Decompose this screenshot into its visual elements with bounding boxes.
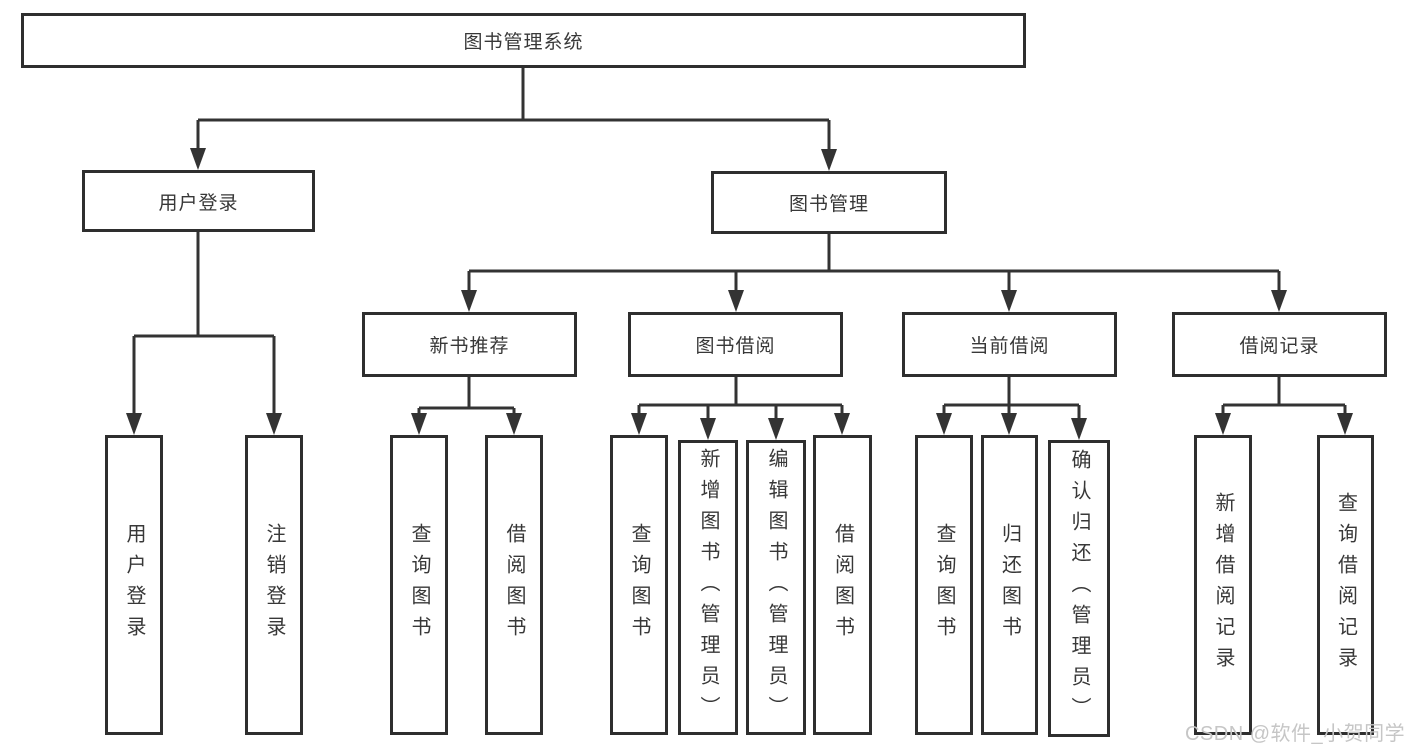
node-borrow-records-label: 借阅记录 [1239,336,1320,357]
node-user-login-label: 用户登录 [158,192,239,214]
node-leaf-br-query-record-label: 查询借阅记录 [1334,492,1357,678]
node-leaf-nbr-borrow-books-label: 借阅图书 [503,523,525,647]
node-leaf-cb-query-books-label: 查询图书 [933,523,955,647]
node-leaf-logout: 注销登录 [245,435,303,735]
node-leaf-bb-edit-books-admin-label: 编辑图书（管理员） [765,448,787,727]
connector-borrow-records-to-children [1215,377,1353,435]
node-current-borrowing-label: 当前借阅 [969,336,1050,357]
node-leaf-cb-return-books-label: 归还图书 [998,523,1021,647]
node-leaf-br-query-record: 查询借阅记录 [1317,435,1374,735]
node-leaf-bb-add-books-admin-label: 新增图书（管理员） [697,448,719,727]
connector-user-login-to-children [126,232,282,435]
node-leaf-bb-edit-books-admin: 编辑图书（管理员） [746,440,806,735]
node-leaf-cb-confirm-return-admin-label: 确认归还（管理员） [1068,449,1090,728]
connector-book-borrowing-to-children [631,377,850,440]
node-leaf-cb-query-books: 查询图书 [915,435,973,735]
connector-root-to-level2 [190,68,837,171]
node-leaf-cb-return-books: 归还图书 [981,435,1038,735]
node-root: 图书管理系统 [21,13,1026,68]
node-leaf-br-add-record: 新增借阅记录 [1194,435,1252,735]
node-leaf-logout-label: 注销登录 [263,523,285,647]
node-leaf-user-login: 用户登录 [105,435,163,735]
connector-book-mgmt-to-level3 [461,234,1287,312]
connector-new-book-rec-to-children [411,377,522,435]
node-leaf-user-login-label: 用户登录 [123,523,145,647]
node-leaf-bb-query-books: 查询图书 [610,435,668,735]
node-book-borrowing-label: 图书借阅 [695,336,776,357]
node-book-borrowing: 图书借阅 [628,312,843,377]
node-leaf-nbr-query-books: 查询图书 [390,435,448,735]
node-new-book-rec-label: 新书推荐 [429,336,510,357]
node-current-borrowing: 当前借阅 [902,312,1117,377]
node-leaf-br-add-record-label: 新增借阅记录 [1212,492,1234,678]
node-user-login: 用户登录 [82,170,315,232]
node-leaf-cb-confirm-return-admin: 确认归还（管理员） [1048,440,1110,737]
node-leaf-bb-add-books-admin: 新增图书（管理员） [678,440,738,735]
node-leaf-nbr-borrow-books: 借阅图书 [485,435,543,735]
node-root-label: 图书管理系统 [463,32,584,53]
node-borrow-records: 借阅记录 [1172,312,1387,377]
csdn-watermark: CSDN @软件_小贺同学 [1185,723,1405,745]
node-leaf-bb-borrow-books: 借阅图书 [813,435,872,735]
connector-current-borrowing-to-children [936,377,1087,440]
node-new-book-rec: 新书推荐 [362,312,577,377]
node-leaf-bb-borrow-books-label: 借阅图书 [831,523,854,647]
node-leaf-nbr-query-books-label: 查询图书 [408,523,430,647]
node-book-mgmt-label: 图书管理 [788,194,869,215]
node-leaf-bb-query-books-label: 查询图书 [628,523,650,647]
node-book-mgmt: 图书管理 [711,171,947,234]
